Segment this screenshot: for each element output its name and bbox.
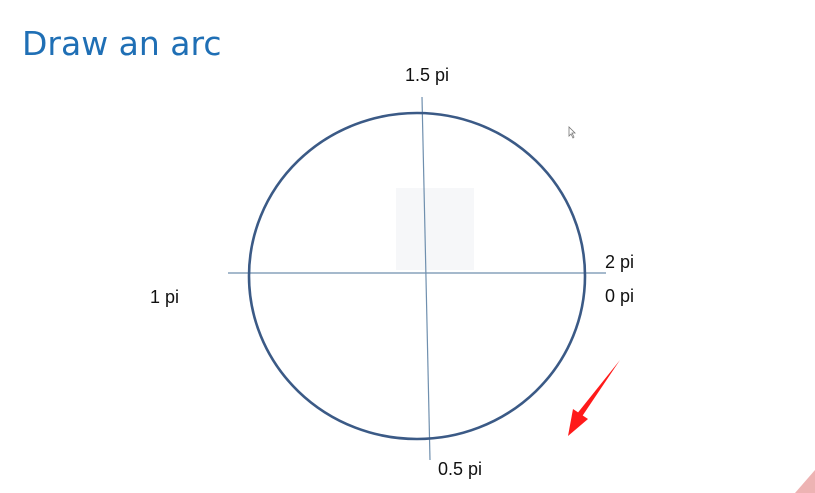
label-1-5-pi: 1.5 pi (405, 65, 450, 85)
mouse-pointer-icon (568, 126, 576, 139)
label-2-pi: 2 pi (605, 252, 635, 272)
vertical-axis (421, 96, 431, 461)
label-1-pi: 1 pi (150, 287, 180, 307)
label-0-5-pi: 0.5 pi (438, 459, 483, 479)
corner-mark (795, 470, 815, 493)
slide-title: Draw an arc (22, 24, 222, 63)
red-arrow-icon (568, 360, 620, 436)
faint-panel (396, 188, 474, 270)
label-0-pi: 0 pi (605, 286, 635, 306)
circle (247, 111, 587, 441)
